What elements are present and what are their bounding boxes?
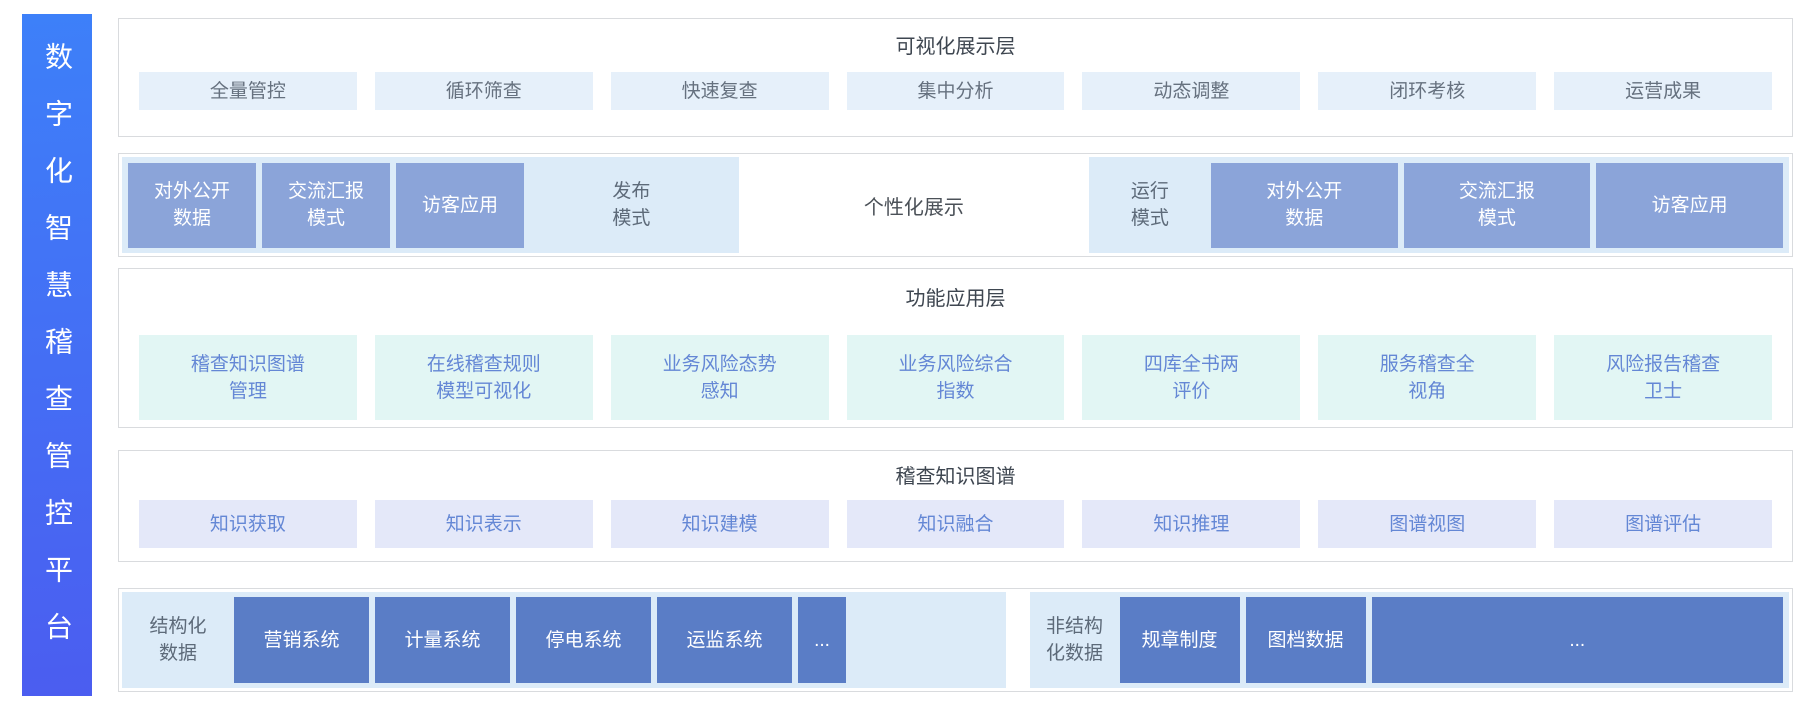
more-systems-box: ... xyxy=(798,597,846,683)
layer-item: 业务风险态势 感知 xyxy=(610,335,829,420)
layer-panel-data-sources: 结构化 数据 营销系统 计量系统 停电系统 运监系统 ... 非结构 化数据 规… xyxy=(118,588,1793,692)
mode-box: 访客应用 xyxy=(1596,162,1783,248)
platform-title-bar: 数字化智慧稽查管控平台 xyxy=(22,14,92,696)
system-box: 停电系统 xyxy=(516,597,651,683)
personalized-display-label: 个性化展示 xyxy=(863,196,964,219)
system-box: 计量系统 xyxy=(375,597,510,683)
layer-item: 风险报告稽查 卫士 xyxy=(1554,335,1773,420)
knowledge-items: 知识获取 知识表示 知识建模 知识融合 知识推理 图谱视图 图谱评估 xyxy=(139,500,1773,548)
publish-mode-group: 对外公开 数据 交流汇报 模式 访客应用 发布 模式 xyxy=(122,157,739,253)
layer-title-visualization: 可视化展示层 xyxy=(895,36,1016,58)
platform-title: 数字化智慧稽查管控平台 xyxy=(42,41,73,669)
unstructured-data-label: 非结构 化数据 xyxy=(1045,616,1103,664)
publish-mode-label: 发布 模式 xyxy=(612,181,651,229)
layer-title-knowledge-graph: 稽查知识图谱 xyxy=(895,466,1016,488)
mode-box: 交流汇报 模式 xyxy=(262,162,390,248)
run-mode-group: 运行 模式 对外公开 数据 交流汇报 模式 访客应用 xyxy=(1088,157,1789,253)
mode-box: 对外公开 数据 xyxy=(128,162,256,248)
layer-item: 在线稽查规则 模型可视化 xyxy=(374,335,593,420)
layer-item: 四库全书两 评价 xyxy=(1082,335,1301,420)
run-mode-label: 运行 模式 xyxy=(1130,181,1169,229)
more-systems-box: ... xyxy=(1371,597,1783,683)
layer-panel-display-modes: 对外公开 数据 交流汇报 模式 访客应用 发布 模式 个性化展示 运行 模式 对… xyxy=(118,153,1793,257)
mode-box: 对外公开 数据 xyxy=(1210,162,1398,248)
layer-panel-function: 功能应用层 稽查知识图谱 管理 在线稽查规则 模型可视化 业务风险态势 感知 业… xyxy=(118,268,1793,428)
layer-item: 知识表示 xyxy=(374,500,593,548)
layer-item: 知识推理 xyxy=(1082,500,1301,548)
layer-item: 循环筛查 xyxy=(374,72,593,110)
system-box: 图档数据 xyxy=(1245,597,1366,683)
function-items: 稽查知识图谱 管理 在线稽查规则 模型可视化 业务风险态势 感知 业务风险综合 … xyxy=(139,335,1773,420)
system-box: 运监系统 xyxy=(657,597,792,683)
mode-box: 交流汇报 模式 xyxy=(1403,162,1591,248)
structured-data-label: 结构化 数据 xyxy=(149,616,207,664)
layer-item: 业务风险综合 指数 xyxy=(846,335,1065,420)
layer-item: 图谱评估 xyxy=(1554,500,1773,548)
layer-item: 稽查知识图谱 管理 xyxy=(139,335,357,420)
layer-item: 知识建模 xyxy=(610,500,829,548)
layer-item: 图谱视图 xyxy=(1318,500,1537,548)
layer-item: 知识融合 xyxy=(846,500,1065,548)
layer-panel-visualization: 可视化展示层 全量管控 循环筛查 快速复查 集中分析 动态调整 闭环考核 运营成… xyxy=(118,18,1793,137)
layer-item: 快速复查 xyxy=(610,72,829,110)
layer-item: 全量管控 xyxy=(139,72,357,110)
system-box: 营销系统 xyxy=(234,597,369,683)
structured-data-group: 结构化 数据 营销系统 计量系统 停电系统 运监系统 ... xyxy=(122,592,1006,688)
layer-item: 知识获取 xyxy=(139,500,357,548)
layer-item: 运营成果 xyxy=(1554,72,1773,110)
layer-item: 闭环考核 xyxy=(1318,72,1537,110)
mode-box: 访客应用 xyxy=(396,162,524,248)
layer-item: 动态调整 xyxy=(1082,72,1301,110)
layer-item: 集中分析 xyxy=(846,72,1065,110)
unstructured-data-group: 非结构 化数据 规章制度 图档数据 ... xyxy=(1029,592,1789,688)
visualization-items: 全量管控 循环筛查 快速复查 集中分析 动态调整 闭环考核 运营成果 xyxy=(139,72,1773,110)
system-box: 规章制度 xyxy=(1119,597,1240,683)
layer-item: 服务稽查全 视角 xyxy=(1318,335,1537,420)
diagram-content: 可视化展示层 全量管控 循环筛查 快速复查 集中分析 动态调整 闭环考核 运营成… xyxy=(118,18,1793,692)
layer-title-function: 功能应用层 xyxy=(905,288,1006,310)
layer-panel-knowledge-graph: 稽查知识图谱 知识获取 知识表示 知识建模 知识融合 知识推理 图谱视图 图谱评… xyxy=(118,450,1793,562)
